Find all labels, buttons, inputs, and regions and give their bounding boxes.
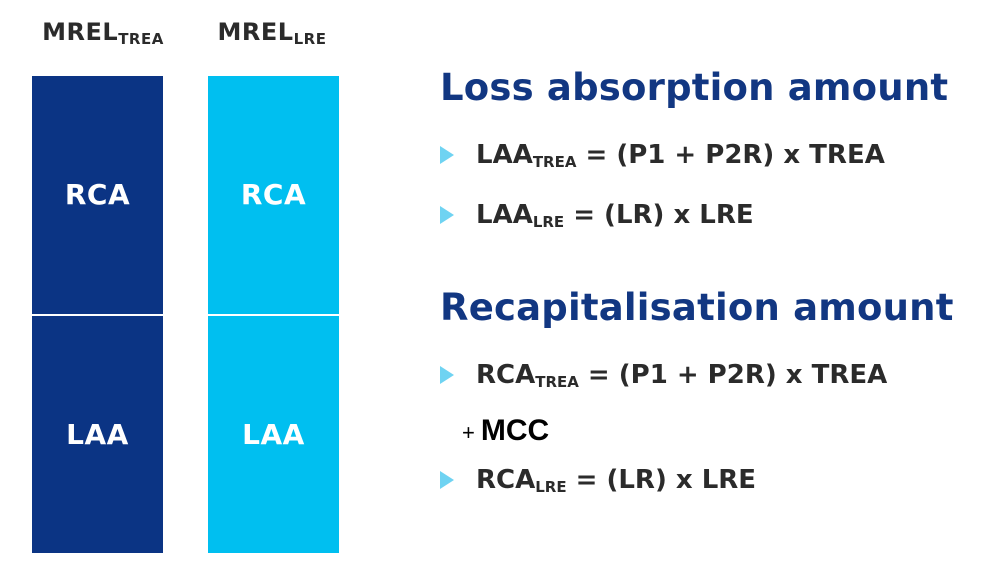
mrel-trea-bar: RCA LAA	[32, 76, 163, 553]
laa-lre-sub: LRE	[532, 213, 565, 231]
mrel-lre-divider	[208, 313, 339, 316]
bullet-triangle-icon	[440, 206, 454, 224]
mrel-lre-rca-segment: RCA	[240, 178, 307, 212]
mrel-trea-laa-segment: LAA	[66, 417, 129, 451]
rca-trea-formula-row: RCATREA = (P1 + P2R) x TREA	[440, 360, 887, 390]
laa-lre-formula: LAALRE = (LR) x LRE	[476, 200, 754, 230]
mrel-trea-title-main: MREL	[42, 18, 119, 46]
mrel-lre-bar: RCA LAA	[208, 76, 339, 553]
mrel-lre-title-main: MREL	[217, 18, 294, 46]
rca-trea-rhs: = (P1 + P2R) x TREA	[578, 360, 888, 390]
mrel-trea-title-sub: TREA	[118, 30, 164, 48]
bullet-triangle-icon	[440, 366, 454, 384]
mrel-trea-divider	[32, 313, 163, 316]
rca-lre-rhs: = (LR) x LRE	[566, 465, 757, 495]
mrel-trea-title: MRELTREA	[23, 18, 183, 48]
laa-trea-lhs: LAA	[476, 140, 533, 170]
laa-lre-lhs: LAA	[476, 200, 533, 230]
recapitalisation-heading: Recapitalisation amount	[440, 286, 954, 329]
mcc-addon: +MCC	[462, 414, 549, 448]
laa-trea-rhs: = (P1 + P2R) x TREA	[576, 140, 885, 170]
mrel-lre-title-sub: LRE	[293, 30, 327, 48]
rca-trea-lhs: RCA	[476, 360, 536, 390]
rca-trea-sub: TREA	[535, 373, 579, 391]
loss-absorption-heading: Loss absorption amount	[440, 66, 949, 109]
laa-trea-formula-row: LAATREA = (P1 + P2R) x TREA	[440, 140, 885, 170]
mrel-lre-title: MRELLRE	[192, 18, 352, 48]
bullet-triangle-icon	[440, 146, 454, 164]
mrel-trea-rca-segment: RCA	[64, 178, 131, 212]
mcc-text: MCC	[480, 414, 550, 447]
mrel-lre-laa-segment: LAA	[242, 417, 305, 451]
laa-lre-rhs: = (LR) x LRE	[564, 200, 754, 230]
rca-lre-formula: RCALRE = (LR) x LRE	[476, 465, 756, 495]
bullet-triangle-icon	[440, 471, 454, 489]
rca-lre-lhs: RCA	[476, 465, 536, 495]
laa-lre-formula-row: LAALRE = (LR) x LRE	[440, 200, 754, 230]
rca-lre-formula-row: RCALRE = (LR) x LRE	[440, 465, 756, 495]
laa-trea-formula: LAATREA = (P1 + P2R) x TREA	[476, 140, 885, 170]
mcc-plus-sign: +	[462, 420, 475, 445]
rca-lre-sub: LRE	[535, 478, 567, 496]
rca-trea-formula: RCATREA = (P1 + P2R) x TREA	[476, 360, 887, 390]
laa-trea-sub: TREA	[532, 153, 577, 171]
